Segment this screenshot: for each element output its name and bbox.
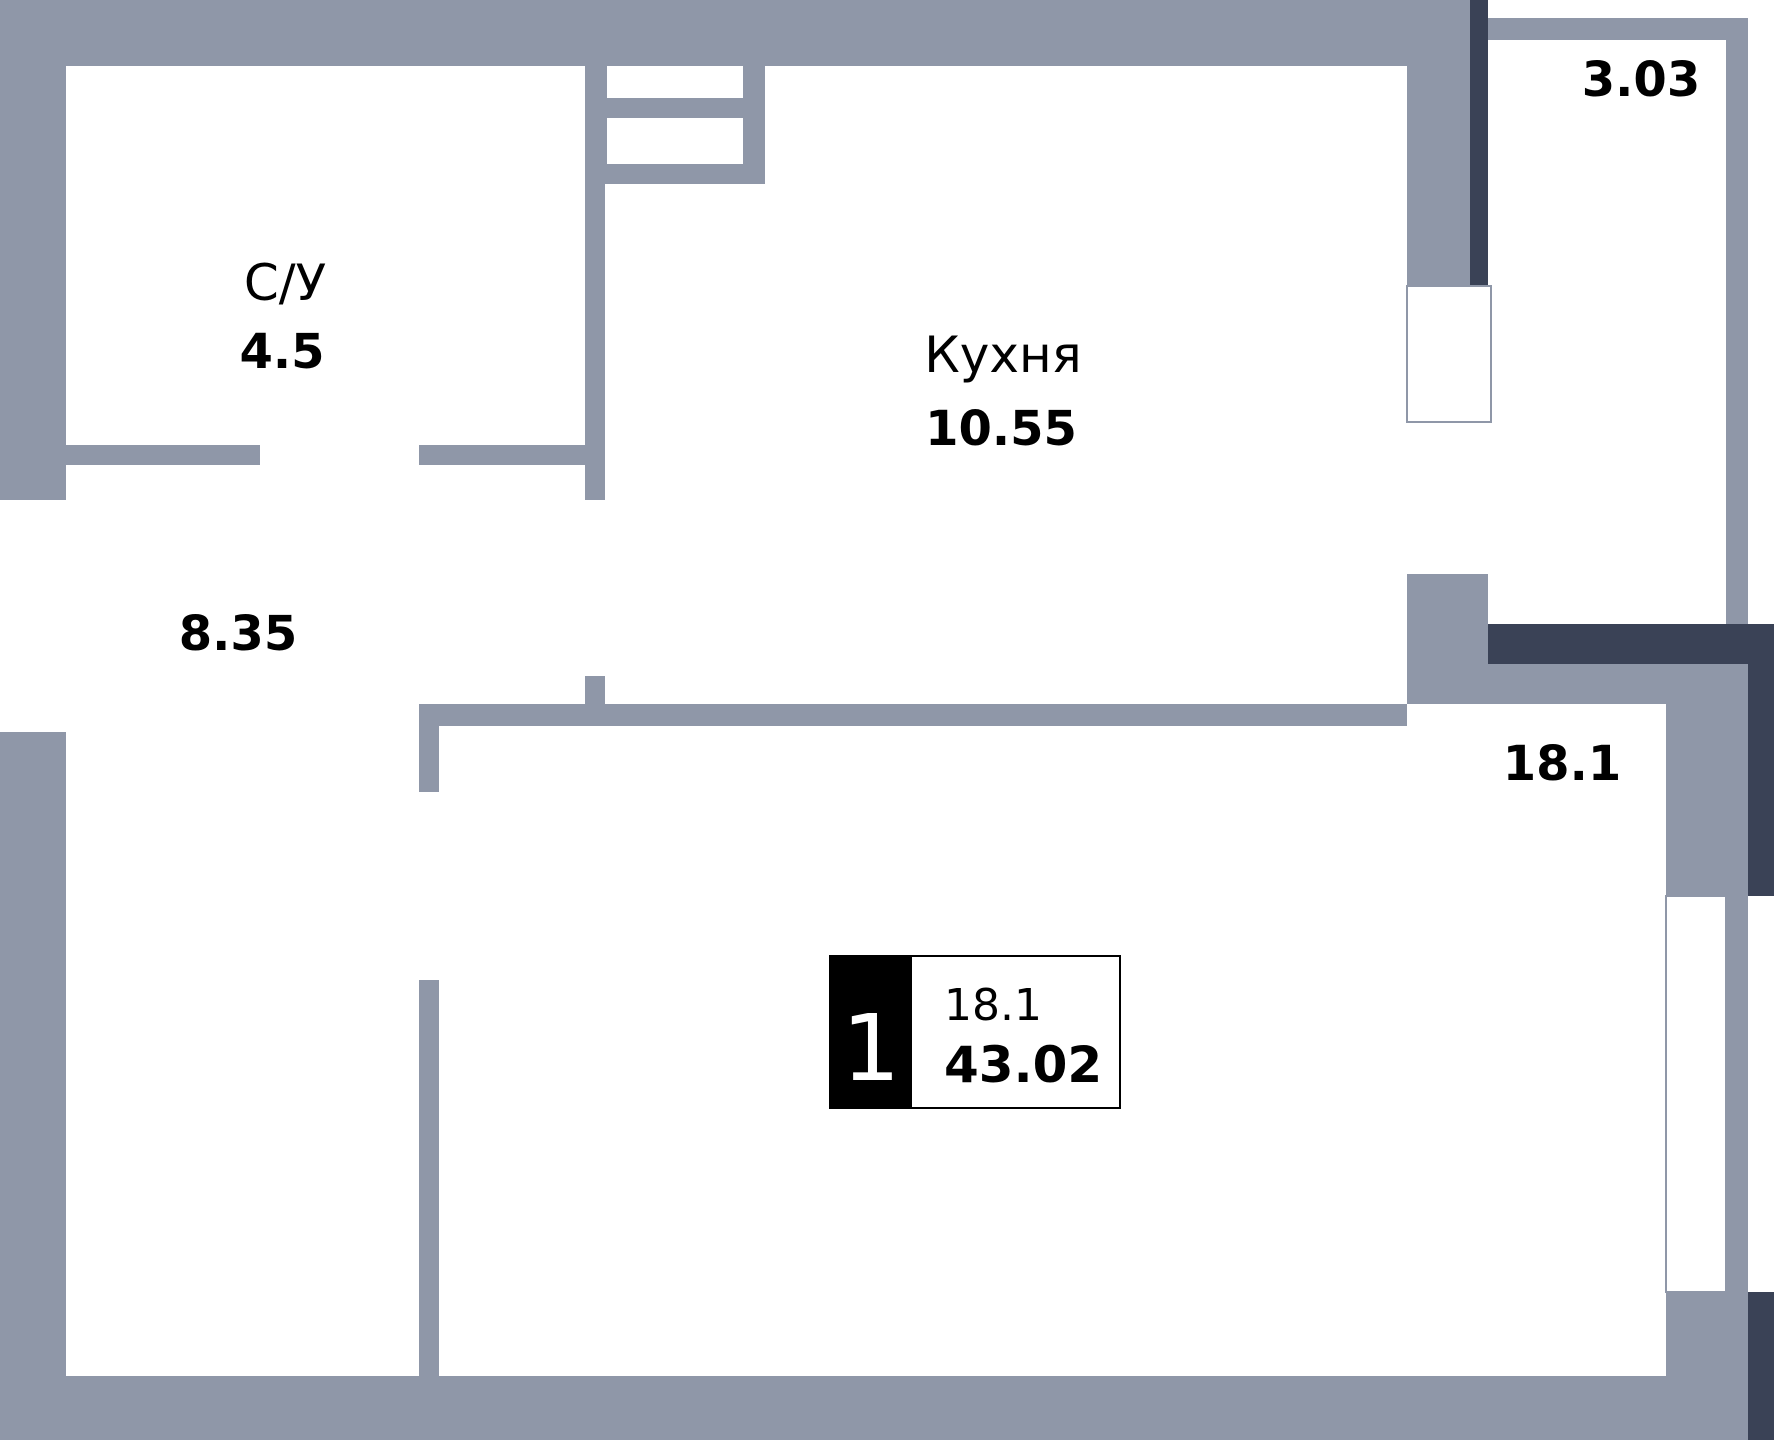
bathroom-name: С/У — [244, 254, 326, 312]
bathroom-area: 4.5 — [239, 324, 324, 380]
rooms-count-box — [830, 956, 912, 1108]
badge-living-area: 18.1 — [944, 980, 1042, 1031]
badge-total-area: 43.02 — [944, 1036, 1102, 1094]
kitchen-name: Кухня — [924, 326, 1081, 384]
kitchen-window — [1406, 285, 1492, 423]
rooms-count: 1 — [842, 995, 901, 1102]
living-area: 18.1 — [1503, 736, 1621, 792]
kitchen-area: 10.55 — [925, 401, 1077, 457]
outer-wall-accents — [1470, 0, 1774, 1440]
balcony-room — [1488, 40, 1726, 626]
windows — [1406, 285, 1774, 1293]
room-labels: С/У 4.5 Кухня 10.55 3.03 8.35 18.1 — [179, 52, 1700, 792]
balcony-area: 3.03 — [1582, 52, 1700, 108]
hall-room — [66, 500, 419, 1376]
ventilation-shaft — [607, 66, 743, 164]
hall-area: 8.35 — [179, 606, 297, 662]
apartment-badge: 1 18.1 43.02 — [829, 955, 1121, 1109]
bathroom-room — [66, 66, 585, 445]
living-window — [1665, 895, 1727, 1293]
